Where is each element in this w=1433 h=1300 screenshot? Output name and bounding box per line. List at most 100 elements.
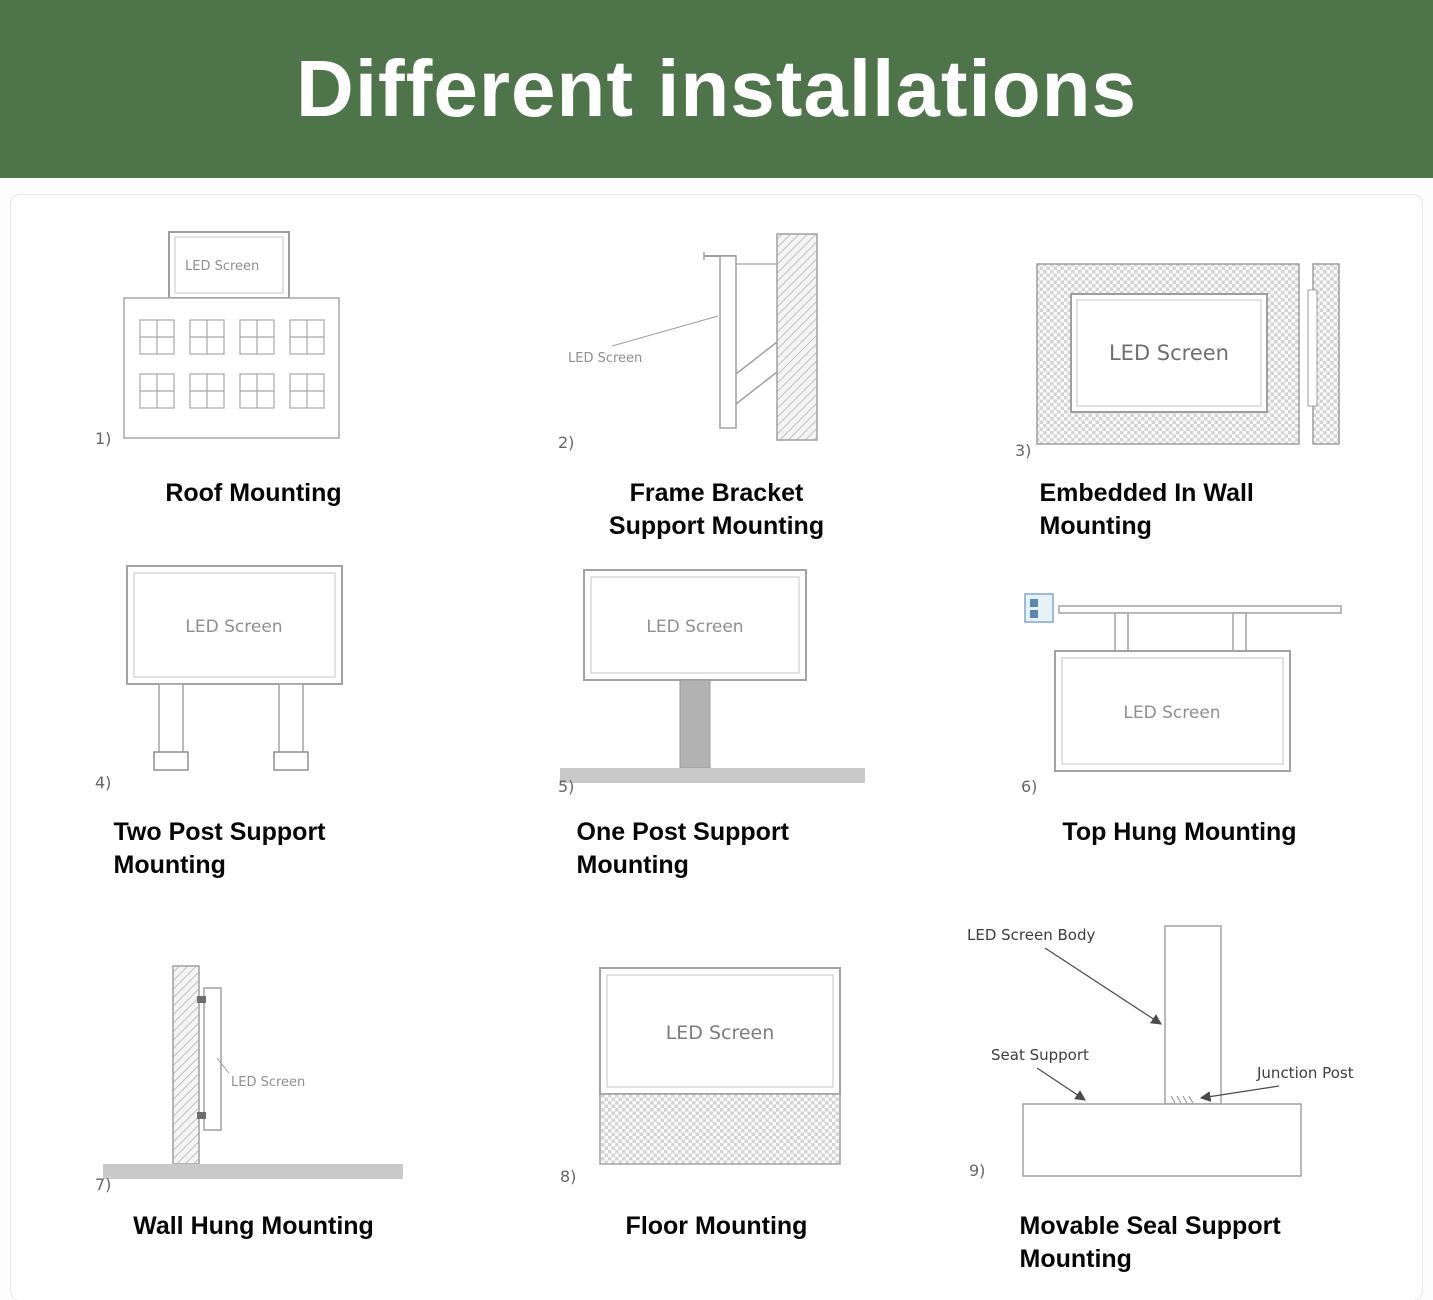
cell-one-post-mounting: LED Screen 5) One Post Support Mounting xyxy=(492,555,941,882)
cell-embedded-wall-mounting: LED Screen 3) Embedded In Wall Mounting xyxy=(955,221,1404,543)
installation-caption: Roof Mounting xyxy=(165,479,342,507)
installations-grid: LED Screen 1) xyxy=(29,221,1404,1288)
page-title: Different installations xyxy=(296,44,1137,133)
led-screen xyxy=(1053,650,1291,772)
annotation-seat-support: Seat Support xyxy=(991,1046,1089,1064)
led-screen-label: LED Screen xyxy=(646,617,743,637)
led-screen-label: LED Screen xyxy=(1108,341,1228,365)
bracket-diagonal-1 xyxy=(735,341,777,375)
ground xyxy=(559,768,865,783)
annotation-led-screen-body: LED Screen Body xyxy=(967,926,1095,944)
screen-body xyxy=(1163,925,1222,1105)
two-post-diagram: LED Screen 4) xyxy=(89,555,419,800)
mount-icon-dot-1 xyxy=(1029,599,1038,607)
one-post-drawing: LED Screen 5) xyxy=(558,569,865,796)
led-screen-label: LED Screen xyxy=(185,259,259,274)
wall-hung-diagram: LED Screen 7) xyxy=(89,894,419,1194)
seat-base xyxy=(1021,1103,1302,1177)
wall-post xyxy=(171,965,200,1165)
diagram-number: 5) xyxy=(558,777,574,796)
installation-caption: Frame Bracket Support Mounting xyxy=(608,479,825,540)
led-screen xyxy=(718,255,737,429)
diagram-number: 4) xyxy=(95,773,111,792)
post-right xyxy=(277,683,304,761)
led-screen xyxy=(598,967,841,1095)
building xyxy=(122,297,340,439)
diagram-number: 6) xyxy=(1021,777,1037,796)
embedded-wall-diagram: LED Screen 3) xyxy=(1015,221,1345,461)
page-header: Different installations xyxy=(0,0,1433,178)
post-left xyxy=(157,683,184,761)
installation-caption: Wall Hung Mounting xyxy=(133,1212,374,1240)
led-screen-inner xyxy=(174,236,283,294)
led-screen-inner xyxy=(1061,657,1283,765)
led-screen-label: LED Screen xyxy=(665,1022,774,1044)
diagram-number: 7) xyxy=(95,1175,111,1194)
base xyxy=(598,1093,841,1165)
installation-caption: Two Post Support Mounting xyxy=(113,818,326,879)
installation-caption: Movable Seal Support Mounting xyxy=(1019,1212,1281,1273)
installation-caption: One Post Support Mounting xyxy=(576,818,790,879)
led-screen-label: LED Screen xyxy=(568,351,642,366)
leader-line xyxy=(216,1057,229,1074)
led-screen xyxy=(125,565,343,685)
diagram-number: 1) xyxy=(95,429,111,448)
led-screen xyxy=(167,231,290,299)
junction-marks xyxy=(1170,1095,1193,1104)
bracket-diagonal-2 xyxy=(735,371,777,405)
led-screen-inner xyxy=(590,576,799,674)
mount-top xyxy=(196,996,206,1003)
floor-mounting-drawing: LED Screen 8) xyxy=(560,967,841,1186)
mount-bottom xyxy=(196,1112,206,1119)
wall-hung-drawing: LED Screen 7) xyxy=(95,965,403,1194)
building-windows xyxy=(138,319,325,409)
cell-top-hung-mounting: LED Screen 6) Top Hung Mounting xyxy=(955,555,1404,882)
installation-caption: Top Hung Mounting xyxy=(1062,818,1297,846)
mount-icon xyxy=(1023,593,1054,623)
cell-floor-mounting: LED Screen 8) Floor Mounting xyxy=(492,894,941,1276)
led-screen xyxy=(1069,293,1268,413)
roof-mounting-drawing: LED Screen 1) xyxy=(95,231,340,448)
led-screen-inner xyxy=(1076,299,1261,407)
cell-movable-seal-mounting: LED Screen Body Seat Support Junction Po… xyxy=(955,894,1404,1276)
led-screen xyxy=(202,987,222,1131)
cell-two-post-mounting: LED Screen 4) Two Post Support Mounting xyxy=(29,555,478,882)
movable-seal-diagram: LED Screen Body Seat Support Junction Po… xyxy=(965,894,1395,1194)
top-hung-diagram: LED Screen 6) xyxy=(1015,555,1345,800)
diagram-number: 9) xyxy=(969,1161,985,1180)
roof-mounting-diagram: LED Screen 1) xyxy=(89,221,419,461)
strip-bar xyxy=(1307,289,1317,407)
frame-bracket-drawing: LED Screen 2) xyxy=(558,233,818,452)
one-post-diagram: LED Screen 5) xyxy=(552,555,882,800)
foot-right xyxy=(272,751,309,771)
hanger-left xyxy=(1113,612,1129,652)
led-screen-label: LED Screen xyxy=(1123,703,1220,723)
led-screen-label: LED Screen xyxy=(231,1075,305,1090)
ceiling-beam xyxy=(1057,605,1342,614)
arrow-junction-post xyxy=(1199,1085,1279,1102)
content-frame: LED Screen 1) xyxy=(10,194,1423,1300)
top-hung-drawing: LED Screen 6) xyxy=(1021,593,1342,796)
embedded-wall-drawing: LED Screen 3) xyxy=(1015,263,1340,460)
floor-mounting-diagram: LED Screen 8) xyxy=(552,894,882,1194)
led-screen-label: LED Screen xyxy=(185,617,282,637)
cell-frame-bracket-mounting: LED Screen 2) Frame Bracket Support Moun… xyxy=(492,221,941,543)
arrow-screen-body xyxy=(1044,947,1162,1025)
installation-caption: Embedded In Wall Mounting xyxy=(1039,479,1254,540)
cell-wall-hung-mounting: LED Screen 7) Wall Hung Mounting xyxy=(29,894,478,1276)
diagram-number: 3) xyxy=(1015,441,1031,460)
led-screen-inner xyxy=(133,572,335,678)
diagram-number: 2) xyxy=(558,433,574,452)
arrow-seat-support xyxy=(1036,1067,1086,1101)
leader-line xyxy=(611,315,718,347)
hanger-right xyxy=(1231,612,1247,652)
post xyxy=(679,679,710,769)
mount-icon-dot-2 xyxy=(1029,610,1038,618)
frame-bracket-diagram: LED Screen 2) xyxy=(552,221,882,461)
annotation-junction-post: Junction Post xyxy=(1256,1064,1354,1082)
wall xyxy=(775,233,818,441)
diagram-number: 8) xyxy=(560,1167,576,1186)
foot-left xyxy=(152,751,189,771)
ground xyxy=(102,1164,403,1179)
